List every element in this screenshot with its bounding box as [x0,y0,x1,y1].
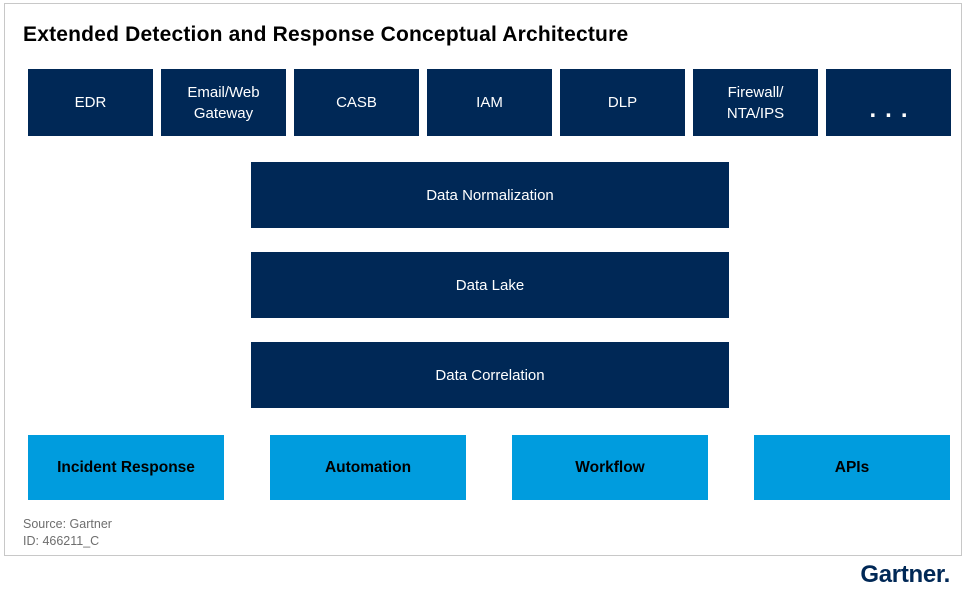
source-box-firewall-nta-ips: Firewall/ NTA/IPS [693,69,818,136]
source-box-edr: EDR [28,69,153,136]
pipeline-box-data-normalization: Data Normalization [251,162,729,228]
source-box-label: EDR [74,94,107,111]
source-box-label: DLP [607,94,638,111]
source-box-dlp: DLP [560,69,685,136]
capability-box-apis: APIs [754,435,950,500]
source-box-email-web-gateway: Email/Web Gateway [161,69,286,136]
id-note: ID: 466211_C [23,534,100,548]
source-box-iam: IAM [427,69,552,136]
pipeline-box-data-correlation: Data Correlation [251,342,729,408]
pipeline-box-label: Data Normalization [426,186,554,204]
capability-box-incident-response: Incident Response [28,435,224,500]
capability-box-automation: Automation [270,435,466,500]
telemetry-sources-row: EDR Email/Web Gateway CASB IAM DLP Firew… [28,69,951,136]
source-box-casb: CASB [294,69,419,136]
gartner-logo: Gartner. [860,561,950,588]
source-box-label-line1: Email/Web [187,83,260,101]
source-box-ellipsis: ... [826,69,951,136]
footer-note: Source: Gartner ID: 466211_C [23,516,112,550]
pipeline-box-label: Data Lake [455,276,525,294]
ellipsis-icon: ... [869,95,917,123]
capability-box-workflow: Workflow [512,435,708,500]
source-box-label-line2: Gateway [193,104,254,122]
source-box-label: CASB [336,94,377,111]
capabilities-row: Incident Response Automation Workflow AP… [28,435,950,500]
diagram-frame: Extended Detection and Response Conceptu… [4,3,962,556]
capability-box-label: Workflow [575,458,645,476]
capability-box-label: Incident Response [57,458,195,476]
capability-box-label: APIs [834,458,870,476]
pipeline-box-label: Data Correlation [435,366,545,384]
source-box-label-line2: NTA/IPS [726,104,785,122]
pipeline-box-data-lake: Data Lake [251,252,729,318]
source-box-label-line1: Firewall/ [727,83,784,101]
source-box-label: IAM [476,94,503,111]
page-title: Extended Detection and Response Conceptu… [23,23,629,46]
capability-box-label: Automation [324,458,412,476]
source-note: Source: Gartner [23,517,112,531]
